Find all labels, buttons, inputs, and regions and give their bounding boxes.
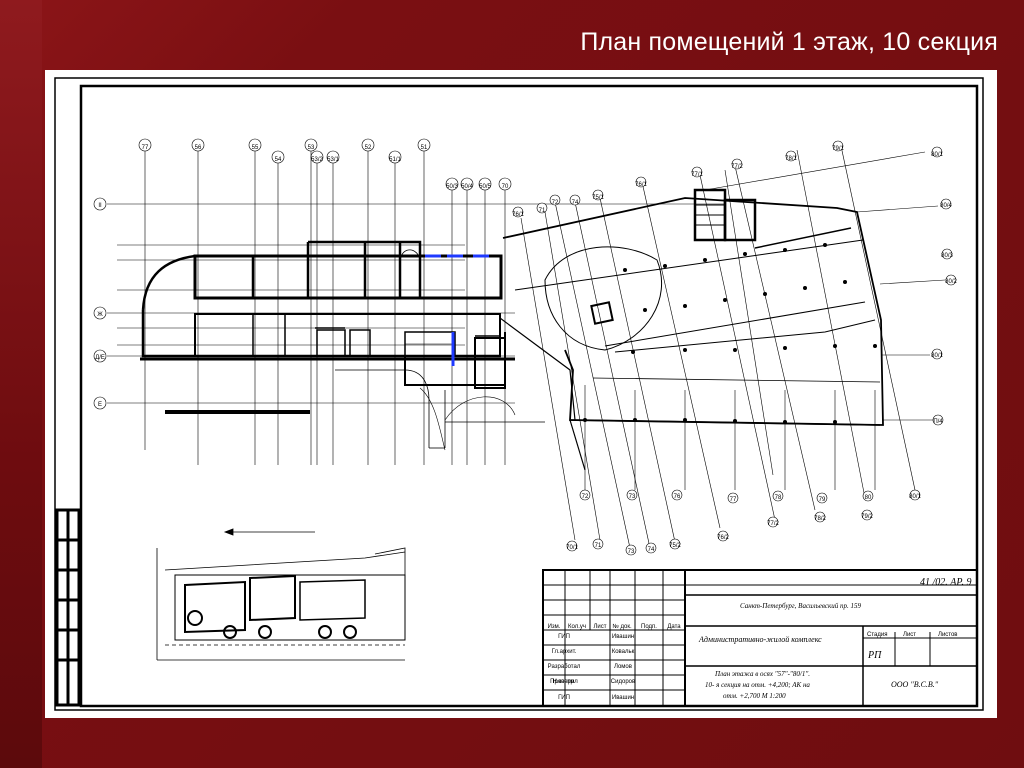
col-stage: Стадия — [867, 632, 887, 638]
axis-label-left: II — [98, 203, 102, 209]
axis-label-bottom: 70/1 — [566, 545, 578, 551]
axis-label-top: 75/1 — [592, 195, 604, 201]
axis-label-bottom: 80 — [865, 495, 872, 501]
title-block-signer: Ивашин — [612, 634, 634, 640]
axis-label-right: 80/2 — [945, 279, 957, 285]
title-block-header-cell: Подп. — [641, 624, 657, 630]
axis-label-top: 51 — [421, 145, 428, 151]
axis-label-right: 80/1 — [931, 353, 943, 359]
axis-label-bottom: 79/2 — [861, 514, 873, 520]
axis-label-top: 80/1 — [931, 152, 943, 158]
axis-label-top: 77/1 — [691, 172, 703, 178]
axis-label-top: 52 — [365, 145, 372, 151]
axis-label-top: 74 — [572, 200, 579, 206]
axis-label-left: Ж — [97, 312, 103, 318]
axis-label-top: 77/2 — [731, 164, 743, 170]
sheet-title-line-2: 10- я секция на отм. +4,200; АК на — [705, 681, 810, 689]
axis-label-bottom: 73 — [629, 494, 636, 500]
axis-label-left: Д/Е — [95, 355, 105, 361]
axis-label-bottom: 74 — [648, 547, 655, 553]
title-block-signer: Ивашин — [612, 695, 634, 701]
slide-title: План помещений 1 этаж, 10 секция — [580, 28, 998, 56]
title-block-role: Гл.архит. — [552, 649, 577, 655]
title-block-header-cell: Дата — [667, 624, 681, 630]
axis-label-bottom: 77/2 — [767, 521, 779, 527]
title-block-header-cell: Лист — [593, 624, 606, 630]
axis-label-top: 56 — [195, 145, 202, 151]
axis-label-bottom: 75/2 — [669, 543, 681, 549]
title-block-role: Разработал — [548, 664, 581, 670]
project-name: Административно-жилой комплекс — [698, 635, 822, 644]
axis-label-bottom: 79 — [819, 497, 826, 503]
axis-label-left: Е — [98, 402, 102, 408]
project-address: Санкт-Петербург, Васильевский пр. 159 — [740, 602, 861, 610]
axis-label-top: 50/3 — [446, 184, 458, 190]
axis-label-bottom: 73 — [628, 549, 635, 555]
title-block-role: Проверил — [550, 679, 578, 685]
title-block-header-cell: № док. — [612, 623, 632, 630]
stage-value: РП — [867, 650, 882, 661]
title-block-role: Н.контр. — [552, 679, 575, 685]
axis-label-top: 78/1 — [785, 156, 797, 162]
axis-label-top: 53 — [308, 145, 315, 151]
sheet-code: 41 /02. АР. 9 — [920, 577, 972, 588]
axis-label-bottom: 80/1 — [909, 494, 921, 500]
axis-label-right: 80/3 — [941, 253, 953, 259]
axis-label-top: 79/1 — [832, 146, 844, 152]
col-sheets: Листов — [938, 632, 958, 638]
left-decor-stripe — [0, 0, 42, 768]
axis-label-top: 77 — [142, 145, 149, 151]
axis-label-bottom: 76 — [674, 494, 681, 500]
title-block-role: ГИП — [558, 634, 570, 640]
title-block-signer: Ковальк — [612, 649, 635, 655]
title-block-header-cell: Кол.уч — [568, 624, 586, 630]
title-block-signer: Сидоров — [611, 679, 635, 685]
axis-label-bottom: 72 — [582, 494, 589, 500]
axis-label-right: П/4 — [933, 419, 943, 425]
sheet-title-line-3: отм. +2,700 М 1:200 — [723, 692, 786, 700]
axis-label-top: 54 — [275, 157, 282, 163]
axis-label-top: 51/1 — [389, 157, 401, 163]
company-name: ООО "В.С.В." — [891, 680, 939, 689]
axis-label-top: 71 — [539, 208, 546, 214]
axis-label-top: 76/1 — [635, 182, 647, 188]
title-block-role: ГИП — [558, 695, 570, 701]
axis-label-top: 53/1 — [327, 157, 339, 163]
col-sheet: Лист — [903, 632, 916, 638]
axis-label-top: 76/1 — [512, 212, 524, 218]
axis-label-bottom: 76/2 — [717, 535, 729, 541]
axis-label-top: 53/2 — [311, 157, 323, 163]
title-block-header-cell: Изм. — [548, 624, 561, 630]
axis-label-right: 80/4 — [940, 203, 952, 209]
axis-label-bottom: 78 — [775, 495, 782, 501]
title-block-signer: Ломов — [614, 664, 632, 670]
axis-label-bottom: 71 — [595, 543, 602, 549]
axis-label-top: 50/4 — [461, 184, 473, 190]
axis-label-top: 50/5 — [479, 184, 491, 190]
axis-label-top: 72 — [552, 200, 559, 206]
axis-label-bottom: 78/2 — [814, 516, 826, 522]
axis-label-top: 55 — [252, 145, 259, 151]
sheet-title-line-1: План этажа в осях "57"-"80/1". — [714, 670, 810, 678]
axis-label-top: 70 — [502, 184, 509, 190]
axis-label-bottom: 77 — [730, 497, 737, 503]
